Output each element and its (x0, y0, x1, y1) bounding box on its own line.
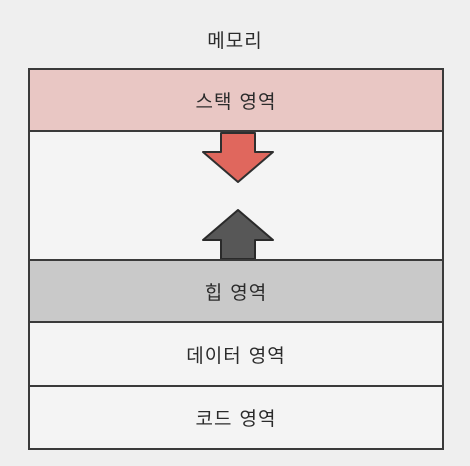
stack-segment-label: 스택 영역 (195, 90, 277, 113)
memory-title: 메모리 (207, 30, 263, 52)
arrow-down-icon (202, 132, 274, 183)
memory-block: 스택 영역 힙 영역 데이터 영역 코드 영역 (28, 68, 444, 450)
code-segment-label: 코드 영역 (195, 408, 277, 430)
heap-segment-label: 힙 영역 (204, 281, 268, 304)
code-segment: 코드 영역 (30, 387, 442, 448)
arrow-up-icon (202, 209, 274, 260)
data-segment: 데이터 영역 (30, 323, 442, 387)
data-segment-label: 데이터 영역 (186, 344, 286, 367)
heap-segment: 힙 영역 (30, 259, 442, 323)
stack-segment: 스택 영역 (30, 70, 442, 132)
